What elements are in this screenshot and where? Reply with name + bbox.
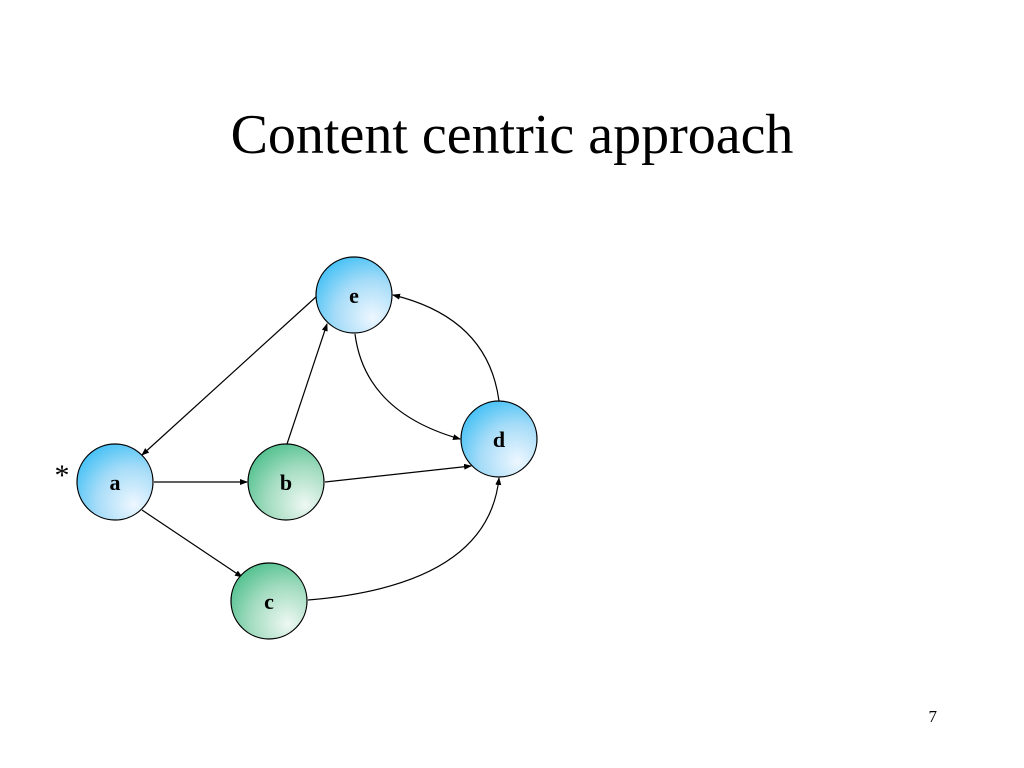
node-e-label: e — [349, 283, 359, 308]
edge-b-d — [324, 463, 472, 483]
node-c: c — [230, 562, 308, 640]
edge-e-a — [141, 295, 318, 456]
node-d-label: d — [493, 427, 505, 452]
node-c-label: c — [264, 589, 274, 614]
node-e: e — [315, 256, 393, 334]
edge-b-e — [286, 323, 328, 445]
slide-title: Content centric approach — [230, 104, 794, 166]
node-a: a — [76, 443, 154, 521]
edge-e-d — [354, 333, 461, 440]
node-b: b — [247, 443, 325, 521]
node-b-label: b — [280, 470, 292, 495]
edge-d-e — [392, 293, 500, 402]
node-a-label: a — [110, 470, 121, 495]
start-marker: * — [55, 459, 70, 492]
edge-a-c — [141, 509, 243, 578]
node-d: d — [460, 400, 538, 478]
edge-c-d — [307, 477, 502, 601]
page-number: 7 — [928, 707, 938, 726]
